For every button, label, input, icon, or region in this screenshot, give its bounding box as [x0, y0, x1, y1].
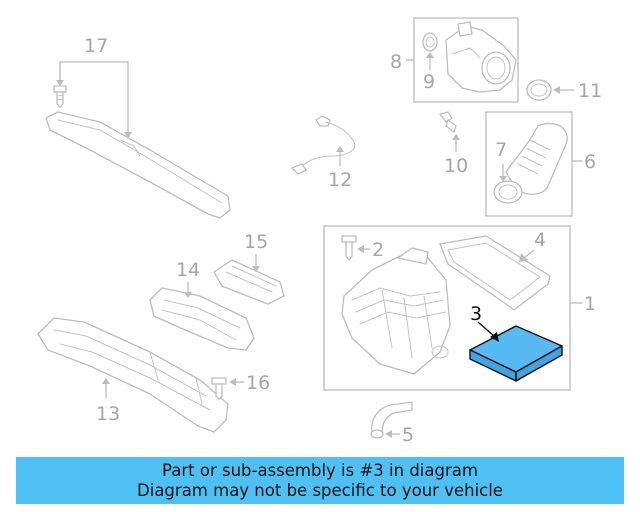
part-10-bolt[interactable]: [439, 111, 457, 133]
callout-14: 14: [176, 259, 200, 298]
callout-label-9: 9: [423, 71, 435, 93]
callout-label-5: 5: [402, 424, 414, 446]
callout-label-17: 17: [84, 35, 108, 57]
callout-17: 17: [56, 35, 132, 139]
part-17-cover-panel[interactable]: [45, 111, 231, 219]
callout-label-7: 7: [495, 139, 507, 161]
part-11-clamp[interactable]: [526, 79, 552, 101]
callout-5: 5: [385, 424, 414, 446]
part-4-cover[interactable]: [439, 235, 551, 311]
callout-label-14: 14: [176, 259, 200, 281]
callout-4: 4: [519, 229, 546, 262]
callout-15: 15: [244, 231, 268, 272]
callout-6: 6: [572, 151, 596, 173]
part-1-frame: [323, 225, 571, 391]
part-12-sensor[interactable]: [291, 115, 356, 175]
callout-1: 1: [570, 293, 596, 315]
callout-8: 8: [390, 51, 414, 73]
part-3-air-filter[interactable]: [469, 325, 563, 382]
callout-label-8: 8: [390, 51, 402, 73]
callout-3: 3: [470, 303, 499, 342]
part-14-resonator[interactable]: [149, 287, 255, 351]
part-17-screw[interactable]: [53, 85, 67, 108]
callout-13: 13: [96, 378, 120, 425]
callout-11: 11: [553, 80, 602, 102]
part-7-clamp[interactable]: [493, 180, 523, 204]
parts-diagram: 17 12 8 9 11: [37, 17, 602, 446]
part-5-elbow-hose[interactable]: [370, 401, 413, 439]
info-banner: Part or sub-assembly is #3 in diagram Di…: [16, 457, 624, 504]
part-16-bolt[interactable]: [211, 377, 227, 400]
banner-line-2: Diagram may not be specific to your vehi…: [137, 480, 503, 500]
callout-label-11: 11: [578, 80, 602, 102]
callout-label-2: 2: [372, 239, 384, 261]
callout-9: 9: [423, 52, 435, 93]
part-6-frame: [485, 111, 573, 217]
part-15-duct[interactable]: [213, 259, 285, 305]
part-2-bolt[interactable]: [341, 235, 357, 261]
part-9-gasket[interactable]: [422, 32, 438, 52]
part-13-lower-duct[interactable]: [37, 317, 229, 433]
callout-label-6: 6: [584, 151, 596, 173]
callout-label-4: 4: [534, 229, 546, 251]
callout-label-3: 3: [470, 303, 482, 325]
callout-12: 12: [328, 146, 352, 191]
callout-label-10: 10: [444, 155, 468, 177]
part-6-intake-hose[interactable]: [505, 122, 568, 195]
callout-label-12: 12: [328, 169, 352, 191]
callout-label-13: 13: [96, 403, 120, 425]
callout-label-16: 16: [246, 372, 270, 394]
callout-16: 16: [229, 372, 270, 394]
callout-label-15: 15: [244, 231, 268, 253]
banner-line-1: Part or sub-assembly is #3 in diagram: [162, 460, 478, 480]
part-8-throttle-body[interactable]: [445, 21, 517, 93]
callout-2: 2: [357, 239, 384, 261]
callout-label-1: 1: [584, 293, 596, 315]
part-1-housing[interactable]: [341, 247, 451, 375]
callout-7: 7: [495, 139, 507, 182]
callout-10: 10: [444, 134, 468, 177]
